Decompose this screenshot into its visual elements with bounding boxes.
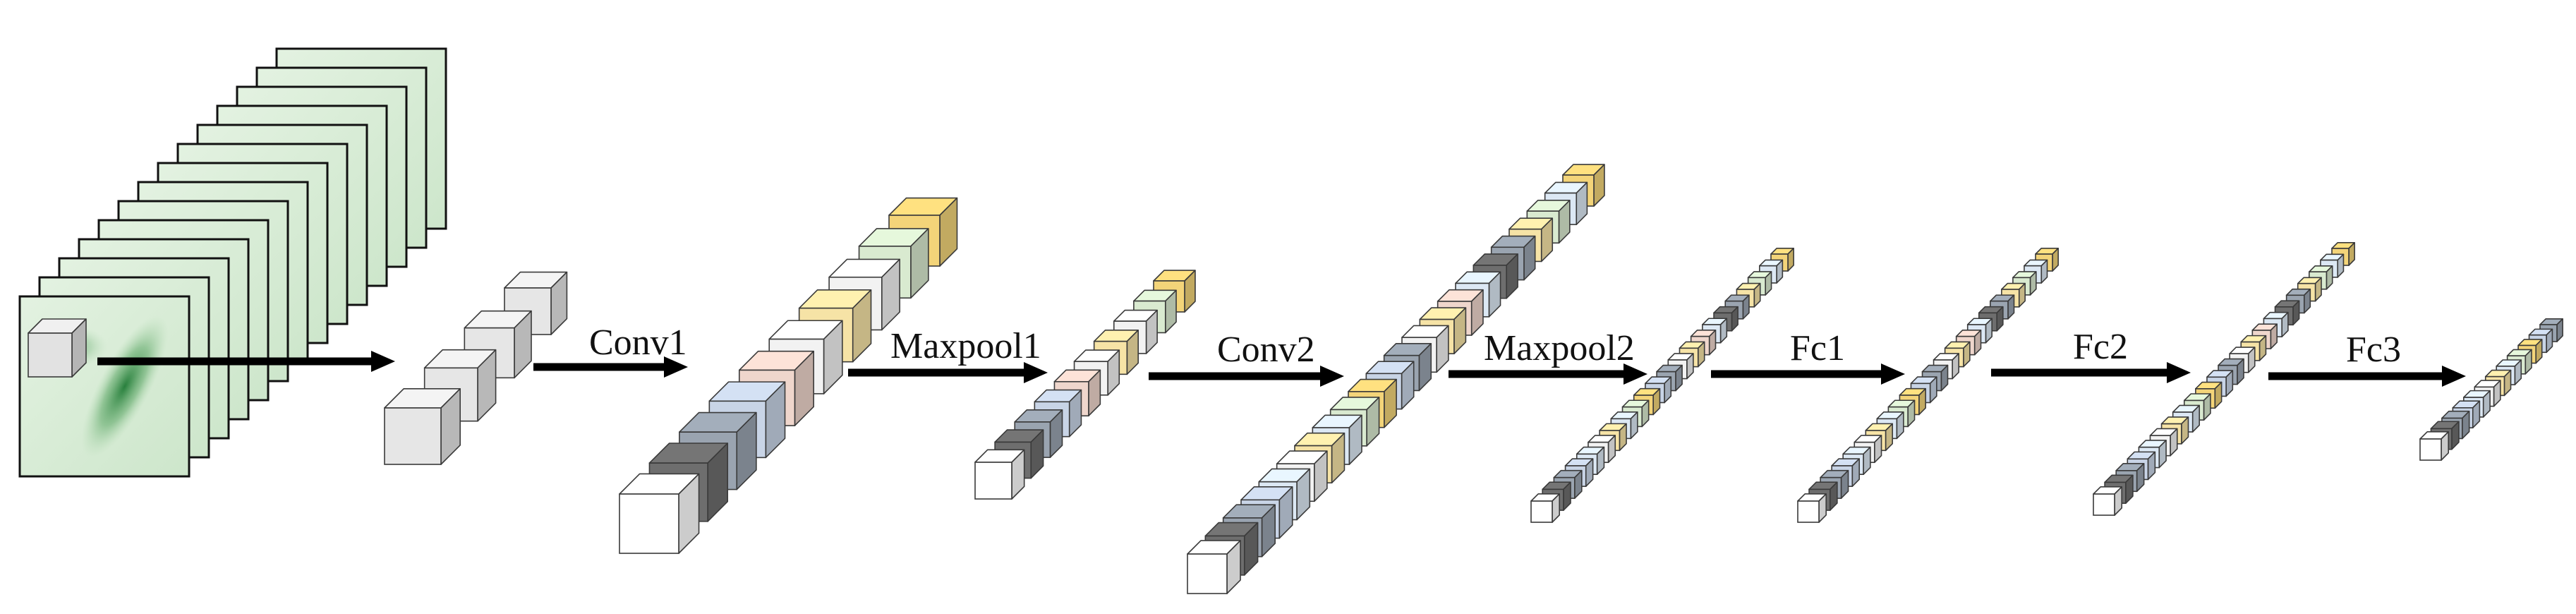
maxpool1-feature-stack — [974, 270, 1196, 500]
maxpool2-feature-stack — [1530, 248, 1794, 523]
input-patches-cube-1 — [384, 387, 461, 465]
maxpool2-cube-1 — [1530, 493, 1560, 523]
input-frame-1 — [18, 295, 191, 478]
label-maxpool1: Maxpool1 — [890, 326, 1041, 366]
input-frame-stack — [18, 47, 447, 478]
arrow-fc1 — [1711, 363, 1905, 385]
arrow-conv2 — [1149, 366, 1344, 387]
conv2-cube-1 — [1187, 540, 1241, 594]
fc1-feature-stack — [1797, 248, 2059, 523]
label-maxpool2: Maxpool2 — [1484, 328, 1635, 368]
arrow-input-to-patches — [97, 351, 395, 372]
fc2-cube-1 — [2093, 486, 2122, 516]
fc1-cube-1 — [1797, 493, 1827, 523]
label-conv2: Conv2 — [1217, 330, 1315, 370]
fc3-cube-1 — [2419, 431, 2449, 461]
arrows-layer — [97, 351, 2466, 387]
label-fc2: Fc2 — [2073, 327, 2128, 367]
arrow-conv1 — [533, 356, 688, 378]
arrow-maxpool1 — [848, 362, 1048, 383]
arrow-fc3 — [2268, 366, 2466, 387]
fc2-feature-stack — [2093, 242, 2355, 516]
conv1-feature-stack — [619, 197, 958, 554]
input-patches-stack — [384, 271, 568, 465]
conv2-feature-stack — [1187, 164, 1605, 594]
arrow-fc2 — [1991, 362, 2191, 383]
label-conv1: Conv1 — [589, 323, 687, 363]
maxpool1-cube-1 — [974, 449, 1025, 500]
arrow-maxpool2 — [1449, 363, 1647, 385]
conv1-cube-1 — [619, 473, 700, 554]
input-sample-cube — [28, 318, 87, 378]
fc3-feature-stack — [2419, 318, 2563, 461]
label-fc3: Fc3 — [2346, 330, 2401, 370]
label-fc1: Fc1 — [1790, 328, 1845, 368]
